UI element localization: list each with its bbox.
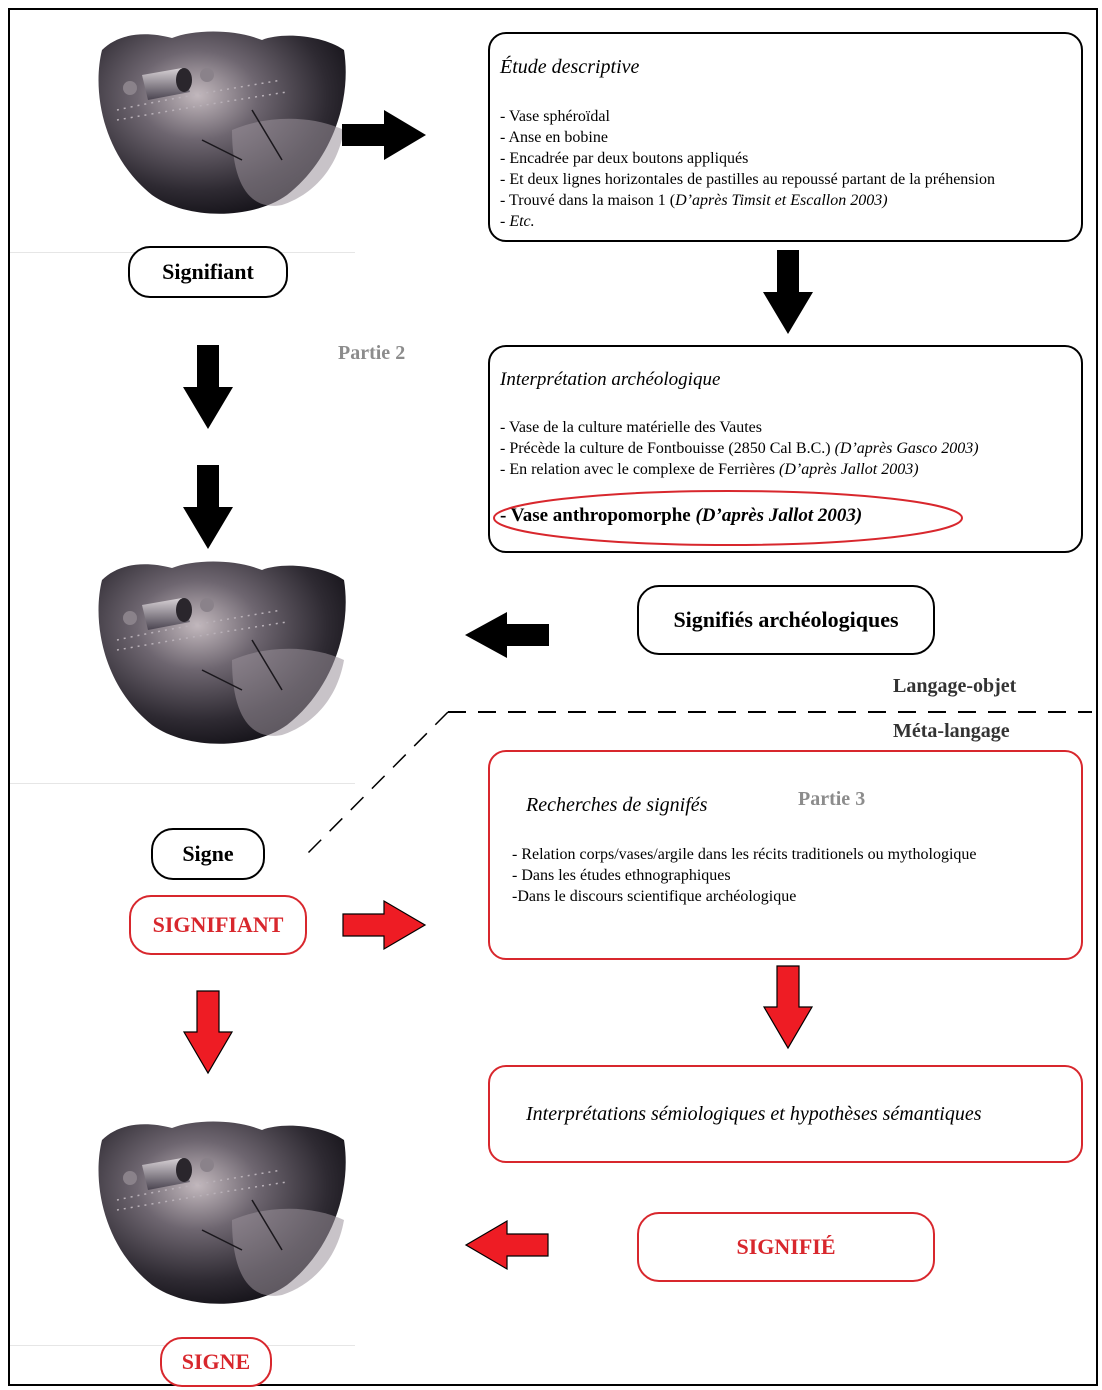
list-item: - Etc. — [500, 213, 535, 230]
list-item: - Trouvé dans la maison 1 (D’après Timsi… — [500, 192, 888, 209]
archaeological-interpretation-box: Interprétation archéologique - Vase de l… — [488, 345, 1083, 553]
list-item: - Encadrée par deux boutons appliqués — [500, 150, 749, 167]
list-item: - Dans les études ethnographiques — [512, 867, 731, 884]
arrow-left-icon — [465, 612, 549, 658]
archaeological-interpretation-list: - Vase de la culture matérielle des Vaut… — [500, 417, 979, 480]
list-item: -Dans le discours scientifique archéolog… — [512, 888, 797, 905]
arrow-down-icon — [183, 465, 233, 549]
diagram-frame — [8, 8, 1098, 1386]
descriptive-study-box: Étude descriptive - Vase sphéroïdal - An… — [488, 32, 1083, 242]
arrow-left-red-icon — [464, 1219, 549, 1271]
arrow-down-icon — [183, 345, 233, 429]
separator-line — [10, 783, 355, 784]
langage-objet-label: Langage-objet — [893, 675, 1017, 697]
signe-label: Signe — [151, 828, 265, 880]
arrow-right-icon — [342, 110, 426, 160]
meta-langage-label: Méta-langage — [893, 720, 1010, 742]
arrow-down-red-icon — [762, 965, 814, 1050]
signified-research-list: - Relation corps/vases/argile dans les r… — [512, 844, 977, 907]
descriptive-study-title: Étude descriptive — [500, 56, 640, 78]
signified-research-title: Recherches de signifés — [526, 794, 708, 816]
semiological-interpretations-box: Interprétations sémiologiques et hypothè… — [488, 1065, 1083, 1163]
list-item: - En relation avec le complexe de Ferriè… — [500, 461, 919, 478]
descriptive-study-list: - Vase sphéroïdal - Anse en bobine - Enc… — [500, 106, 995, 232]
highlight-ellipse — [493, 490, 963, 546]
signifies-archeologiques-label: Signifiés archéologiques — [637, 585, 935, 655]
signifie-caps-label: SIGNIFIÉ — [637, 1212, 935, 1282]
list-item: - Précède la culture de Fontbouisse (285… — [500, 440, 979, 457]
anthropomorphic-vase-item: - Vase anthropomorphe (D’après Jallot 20… — [500, 505, 863, 526]
list-item: - Relation corps/vases/argile dans les r… — [512, 846, 977, 863]
list-item: - Anse en bobine — [500, 129, 608, 146]
signe-caps-label: SIGNE — [160, 1337, 272, 1387]
archaeological-interpretation-title: Interprétation archéologique — [500, 369, 721, 390]
signifiant-label: Signifiant — [128, 246, 288, 298]
part-2-label: Partie 2 — [338, 342, 406, 364]
arrow-right-red-icon — [342, 899, 427, 951]
signified-research-box: Recherches de signifés - Relation corps/… — [488, 750, 1083, 960]
semiological-interpretations-title: Interprétations sémiologiques et hypothè… — [526, 1103, 982, 1125]
signifiant-caps-label: SIGNIFIANT — [129, 895, 307, 955]
arrow-down-icon — [763, 250, 813, 334]
part-3-label: Partie 3 — [798, 788, 866, 810]
list-item: - Vase sphéroïdal — [500, 108, 610, 125]
list-item: - Vase de la culture matérielle des Vaut… — [500, 419, 762, 436]
list-item: - Et deux lignes horizontales de pastill… — [500, 171, 995, 188]
arrow-down-red-icon — [182, 990, 234, 1075]
